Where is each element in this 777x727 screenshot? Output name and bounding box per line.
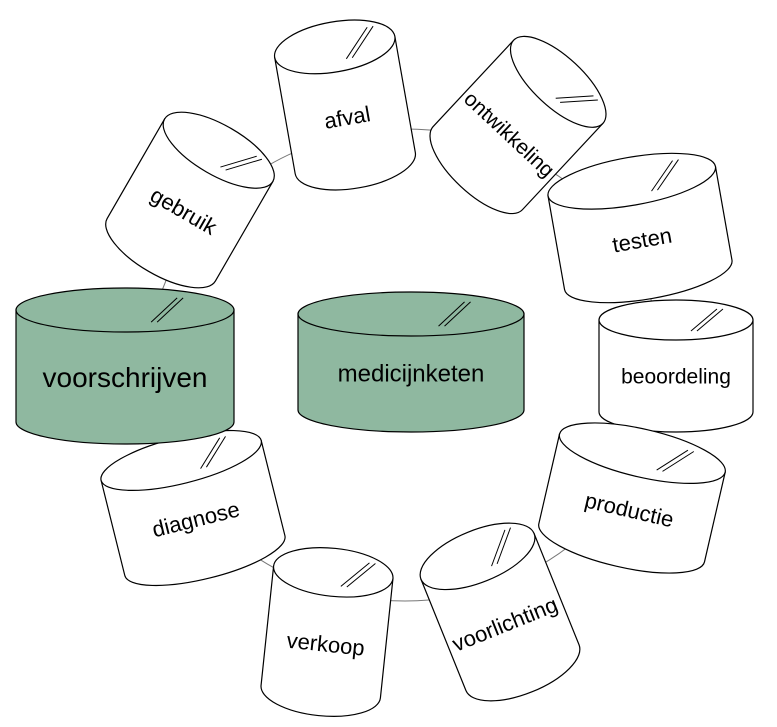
band-slit-line [150,297,178,323]
band-top-cap [297,291,525,337]
band-body [273,35,417,191]
band-slit-line [205,436,226,468]
band-slit-line [491,529,506,567]
band-body [598,319,754,433]
band-top-cap [272,547,394,598]
band-cycle-1: ontwikkeling [429,35,607,215]
band-cycle-5: voorlichting [419,522,581,702]
band-slit-line [156,297,184,323]
band-slit-line [656,449,689,471]
band-slit-line [345,26,368,60]
band-body [297,313,525,433]
band-slit-line [225,158,263,171]
band-top-cap [598,299,754,341]
band-slit-line [200,437,221,469]
band-top-cap [509,35,607,128]
band-cycle-2: testen [547,152,733,304]
band-top-cap [558,422,726,484]
band-label-cycle-3: beoordeling [621,365,731,388]
band-cycle-7: diagnose [100,429,286,587]
band-slit-line [496,527,511,565]
band-top-cap [273,19,396,75]
band-cycle-0: afval [273,19,417,191]
band-label-cycle-8: voorschrijven [43,362,208,393]
band-body [260,565,394,717]
band-slit-line [690,308,718,332]
band-top-cap [162,111,275,189]
band-slit-line [657,159,679,191]
band-slit-line [438,301,465,327]
band-slit-line [340,562,370,587]
band-body [15,309,235,445]
band-slit-line [444,301,471,327]
band-slit-line [555,95,594,99]
band-cycle-8: voorschrijven [15,287,235,445]
band-slit-line [651,160,673,192]
band-slit-line [220,155,257,168]
band-cycle-3: beoordeling [598,299,754,433]
band-top-cap [15,287,235,333]
band-label-center: medicijnketen [338,360,485,387]
band-slit-line [696,308,724,332]
center-node: medicijnketen [297,291,525,433]
band-slit-line [662,451,695,472]
band-cycle-6: verkoop [260,547,394,717]
band-slit-line [351,25,374,59]
band-slit-line [346,563,376,588]
band-slit-line [560,99,598,103]
band-cycle-4: productie [538,422,726,574]
band-cycle-9: gebruik [105,111,275,289]
band-center: medicijnketen [297,291,525,433]
